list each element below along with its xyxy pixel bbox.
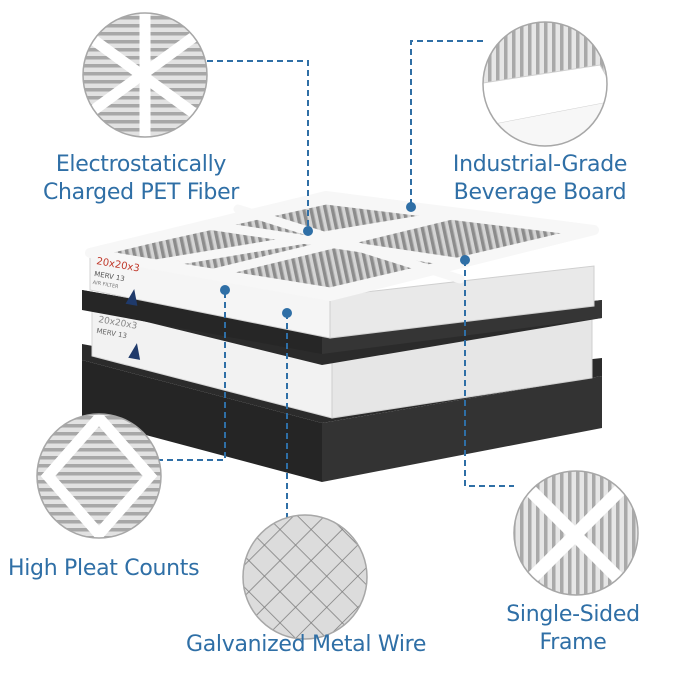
label-frame: Single-Sided Frame [488, 601, 658, 657]
label-pet-fiber-line2: Charged PET Fiber [42, 180, 240, 205]
label-beverage-board-line2: Beverage Board [453, 180, 627, 205]
detail-circle-pet-fiber [82, 12, 208, 138]
brand-triangle-icon-lower [128, 343, 141, 360]
detail-circle-beverage-board [482, 21, 608, 147]
detail-circle-pleat-counts [36, 413, 162, 539]
detail-circle-frame [513, 470, 639, 596]
detail-circle-metal-wire [242, 514, 368, 640]
frame-supports [90, 195, 595, 297]
callout-lines [157, 40, 514, 520]
label-beverage-board-line1: Industrial-Grade [452, 152, 628, 177]
callout-dots [220, 202, 470, 318]
label-metal-wire: Galvanized Metal Wire [186, 631, 426, 659]
label-pleat-counts: High Pleat Counts [8, 555, 200, 583]
label-beverage-board: Industrial-Grade Beverage Board [440, 151, 640, 207]
label-pleat-counts-line1: High Pleat Counts [8, 556, 200, 581]
label-metal-wire-line1: Galvanized Metal Wire [186, 632, 427, 657]
filter-sub-print: AIR FILTER [92, 280, 119, 291]
brand-triangle-icon [125, 289, 138, 306]
label-pet-fiber: Electrostatically Charged PET Fiber [36, 151, 246, 207]
label-frame-line1: Single-Sided [506, 602, 640, 627]
filter-stack: 20x20x3 MERV 13 AIR FILTER 20x20x3 MERV … [82, 191, 602, 482]
label-pet-fiber-line1: Electrostatically [55, 152, 227, 177]
upper-filter-frame-right [329, 265, 595, 339]
label-frame-line2: Frame [539, 630, 607, 655]
